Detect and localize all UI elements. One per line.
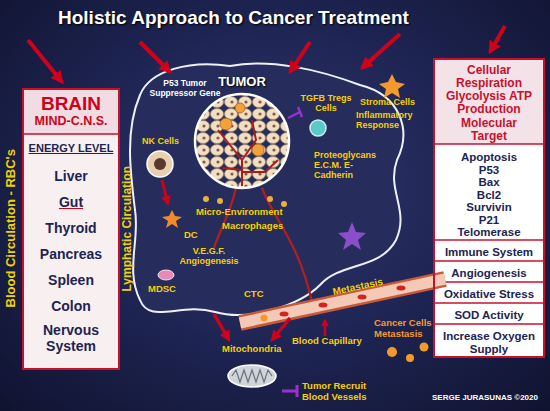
- target-list: Apoptosis P53 Bax Bcl2 Survivin P21 Telo…: [452, 151, 526, 239]
- tumor-vessel: [218, 120, 278, 186]
- dendritic-cell: [162, 210, 182, 228]
- cell-label: Macrophages: [222, 221, 292, 232]
- cancer-cell: [387, 347, 397, 357]
- immune-cell: [338, 222, 366, 250]
- red-blood-cell: [397, 286, 406, 291]
- red-blood-cell: [358, 295, 367, 300]
- macrophage-cell: [203, 196, 209, 202]
- red-arrow: [272, 318, 290, 340]
- target-item: Oxidative Stress: [435, 288, 543, 301]
- cell-label: DC: [184, 230, 204, 241]
- box-heading: MIND-C.N.S.: [24, 114, 118, 129]
- process-label: Inflammatory Response: [356, 110, 428, 130]
- angiogenesis-vessel: [214, 188, 236, 248]
- organ-box-fill: [22, 88, 120, 370]
- organ-name: Colon: [24, 298, 118, 314]
- organ-name: Liver: [24, 168, 118, 184]
- cell-label: Stroma Cells: [360, 97, 420, 107]
- target-item: Immune System: [435, 246, 543, 259]
- mitochondria-symbol: [228, 365, 276, 387]
- organ-box-header: [22, 88, 120, 134]
- vertical-label: Lymphatic Circulation: [121, 119, 134, 339]
- divider-line: [433, 239, 545, 241]
- red-arrow: [490, 26, 505, 52]
- divider-line: [433, 281, 545, 283]
- cancer-cell: [420, 343, 429, 352]
- red-arrow: [140, 42, 170, 72]
- red-arrow: [28, 40, 62, 82]
- recruited-vessel: [262, 188, 312, 302]
- tumor-cell: [252, 144, 264, 156]
- organ-box: BRAINMIND-C.N.S. ENERGY LEVEL LiverGutThyr…: [22, 88, 120, 370]
- box-heading: Cellular Respiration Glycolysis ATP Prod…: [439, 64, 539, 116]
- target-box-header: [433, 58, 545, 144]
- mdsc-cell: [158, 270, 174, 280]
- cancer-cell: [406, 354, 414, 362]
- process-label: V.E.G.F. Angiogenesis: [174, 246, 244, 266]
- tumor-mass: [195, 94, 289, 188]
- diagram-title: Holistic Approach to Cancer Treatment: [58, 6, 409, 30]
- section-heading: ENERGY LEVEL: [24, 142, 118, 155]
- target-item: SOD Activity: [435, 309, 543, 322]
- cell-label: NK Cells: [142, 136, 192, 146]
- divider-line: [433, 260, 545, 262]
- organ-name: Nervous System: [36, 322, 106, 354]
- organ-name: Spleen: [24, 272, 118, 288]
- vertical-label: Blood Circulation - RBC's: [4, 88, 19, 368]
- red-arrow: [324, 320, 327, 336]
- tumor-cell: [220, 118, 232, 130]
- tumor-outline: [195, 94, 289, 188]
- cell-label: Cancer Cells Metastasis: [374, 318, 440, 339]
- copyright-note: SERGE JURASUNAS ©2020: [432, 394, 548, 403]
- divider-line: [433, 302, 545, 304]
- matrix-label: Proteoglycans E.C.M. E-Cadherin: [314, 150, 378, 180]
- target-item: Increase Oxygen Supply: [437, 330, 541, 355]
- red-blood-cell: [280, 312, 289, 317]
- mitochondria-cristae: [232, 370, 272, 382]
- red-arrow: [214, 314, 229, 340]
- tumor-cell: [235, 103, 245, 113]
- region-label: Micro-Environment: [196, 207, 286, 218]
- target-item: Angiogenesis: [435, 267, 543, 280]
- cell-label: CTC: [244, 289, 274, 300]
- organ-name: Gut: [24, 194, 118, 210]
- red-blood-cell: [319, 303, 328, 308]
- process-label: Tumor Recruit Blood Vessels: [302, 381, 382, 402]
- divider-line: [22, 133, 120, 135]
- circulating-tumor-cell: [261, 315, 268, 322]
- target-box: Cellular Respiration Glycolysis ATP Prod…: [433, 58, 545, 358]
- gene-label: P53 Tumor Suppressor Gene: [146, 79, 224, 98]
- red-arrow: [290, 42, 310, 72]
- inhibit-mark: [288, 107, 302, 118]
- organelle-label: Mitochondria: [222, 344, 292, 355]
- nk-cell: [147, 151, 173, 177]
- target-box-fill: [433, 58, 545, 358]
- vessel-label: Blood Capillary: [292, 336, 372, 347]
- inhibit-mark: [282, 385, 297, 397]
- organ-name: Thyroid: [24, 220, 118, 236]
- box-heading: BRAIN: [24, 93, 118, 115]
- red-arrow: [362, 34, 400, 68]
- cell-label: TGFB Tregs Cells: [296, 93, 356, 113]
- treg-cell: [310, 120, 326, 136]
- organ-name: Pancreas: [24, 246, 118, 262]
- stroma-cell: [379, 74, 405, 98]
- red-arrow: [162, 180, 168, 204]
- cell-label: MDSC: [148, 284, 188, 295]
- nk-cell-nucleus: [154, 158, 166, 170]
- divider-line: [433, 323, 545, 325]
- macrophage-cell: [217, 198, 223, 204]
- macrophage-cell: [267, 196, 273, 202]
- box-heading: Molecular Target: [445, 117, 533, 143]
- divider-line: [433, 143, 545, 145]
